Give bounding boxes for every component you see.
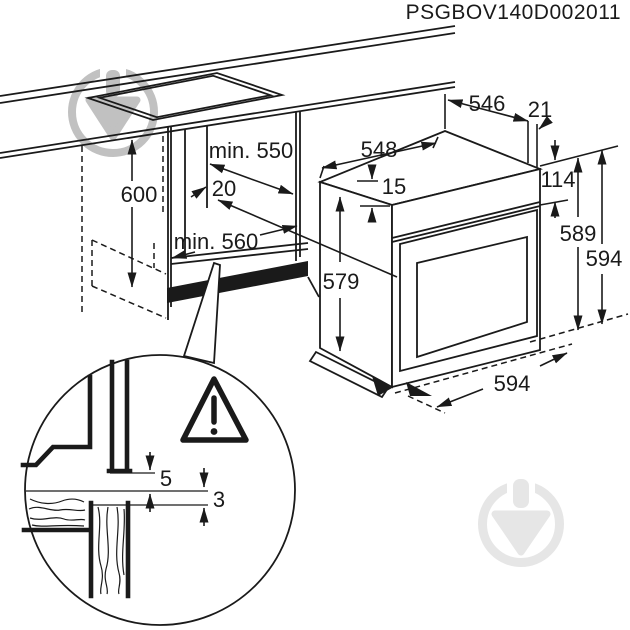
oven-door	[399, 208, 538, 373]
oven-skid	[308, 350, 390, 399]
cabinet-drawing	[0, 25, 456, 365]
dim-546-label: 546	[469, 91, 506, 116]
dim-594-right-label: 594	[586, 246, 623, 271]
oven-foot-right	[406, 382, 432, 396]
model-number: PSGBOV140D002011	[406, 1, 621, 24]
warning-triangle-icon	[180, 376, 249, 443]
wood-grain	[28, 498, 125, 595]
dim-548-label: 548	[361, 137, 398, 162]
dim-min-560-label: min. 560	[174, 229, 258, 254]
dim-21-label: 21	[528, 97, 552, 122]
dim-114-label: 114	[540, 167, 575, 192]
oven-foot-left	[372, 376, 392, 396]
hob-cutout	[84, 72, 286, 121]
plinth-strip	[167, 261, 308, 303]
dim-15-label: 15	[382, 174, 406, 199]
dim-589-label: 589	[560, 221, 597, 246]
dim-600-label: 600	[121, 182, 158, 207]
dimension-lines	[127, 94, 629, 526]
oven-drawing	[308, 130, 543, 399]
dim-min-550-label: min. 550	[209, 138, 293, 163]
watermark-logo-top-left	[68, 62, 158, 157]
detail-circle	[20, 354, 296, 626]
dim-3-label: 3	[213, 487, 225, 512]
dim-579-label: 579	[323, 269, 360, 294]
watermark-logo-bottom-right	[478, 474, 564, 567]
door-window	[416, 235, 528, 359]
dim-20-label: 20	[212, 176, 236, 201]
detail-leader	[182, 261, 221, 365]
dim-5-label: 5	[160, 466, 172, 491]
oven-front-face	[391, 167, 541, 389]
dim-594-bottom-label: 594	[494, 371, 531, 396]
control-panel	[391, 201, 541, 239]
